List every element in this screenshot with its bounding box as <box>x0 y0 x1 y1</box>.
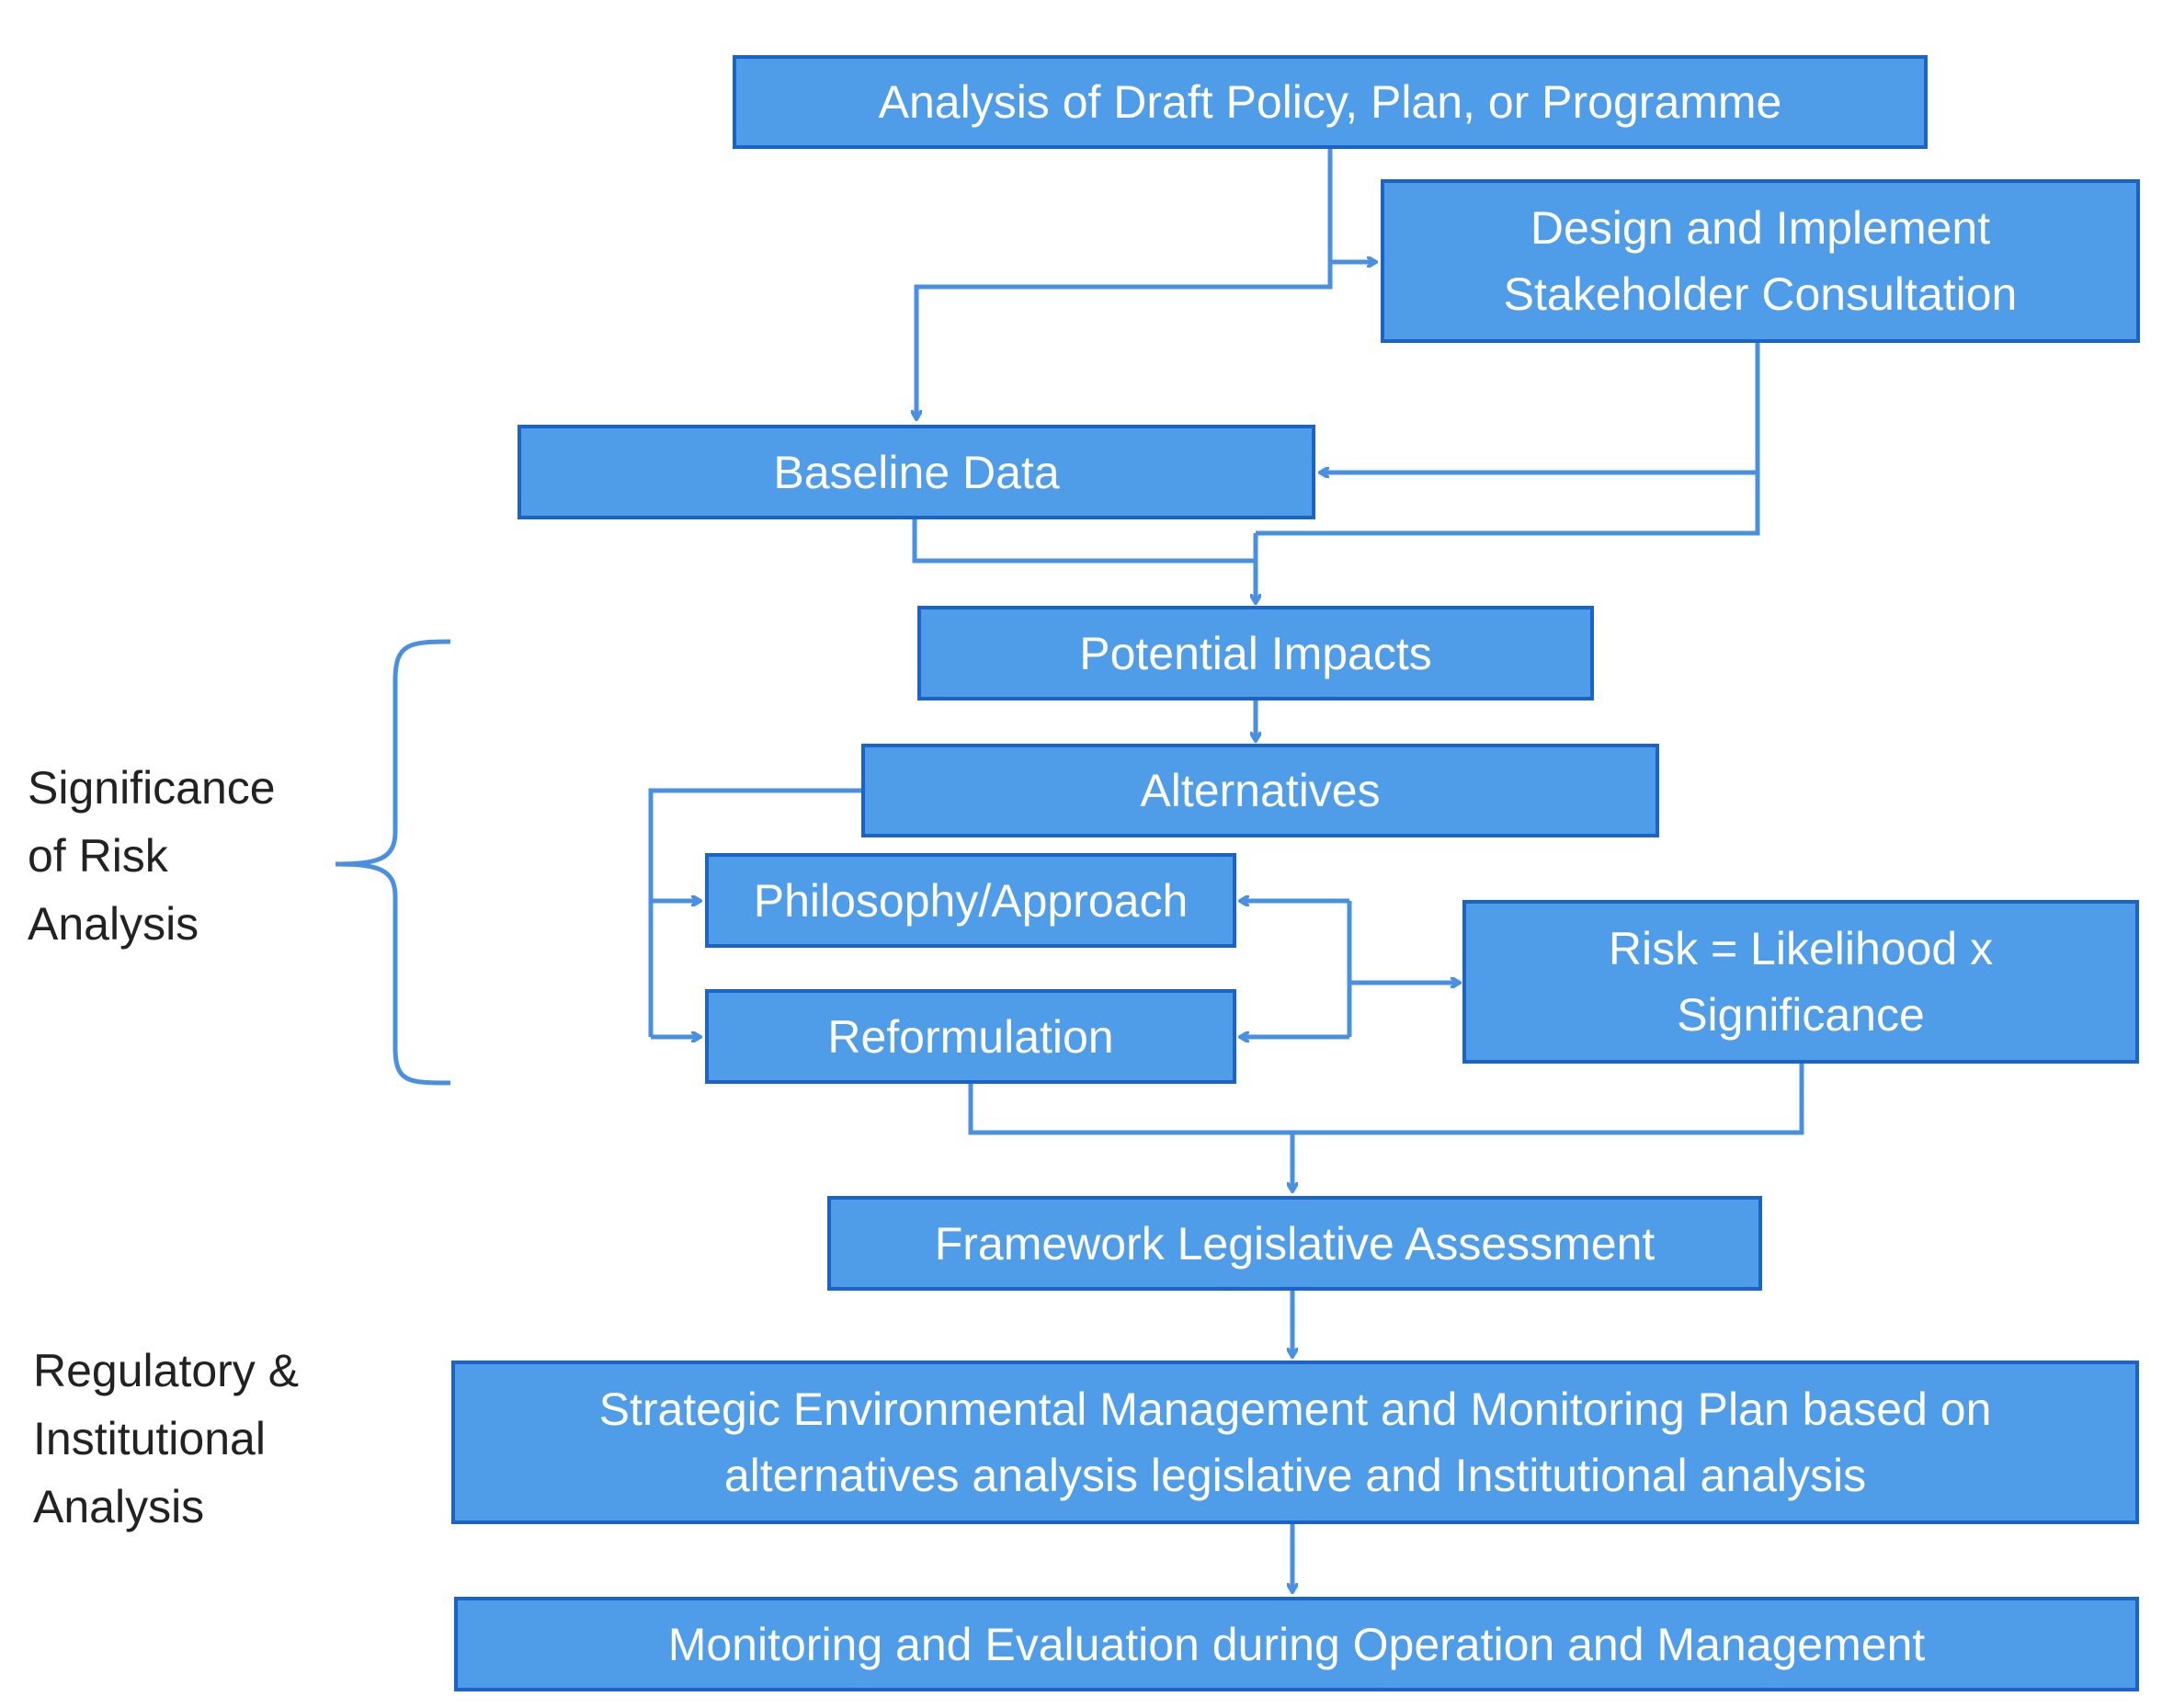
analysis-label: Analysis of Draft Policy, Plan, or Progr… <box>878 76 1782 128</box>
connector-analysis-to-baseline <box>916 262 1333 419</box>
connector-stakeholder-to-baseline <box>1320 343 1760 473</box>
regulatory-side-label: Regulatory & Institutional Analysis <box>33 1345 300 1532</box>
strategic-plan-box: Strategic Environmental Management and M… <box>451 1361 2139 1524</box>
analysis-box: Analysis of Draft Policy, Plan, or Progr… <box>733 55 1928 149</box>
philosophy-approach-box: Philosophy/Approach <box>705 853 1236 948</box>
potential-impacts-box: Potential Impacts <box>917 606 1594 700</box>
strategic-plan-label: Strategic Environmental Management and M… <box>598 1383 1992 1501</box>
connector-baseline-to-impacts <box>912 519 1256 603</box>
alternatives-box: Alternatives <box>861 744 1659 837</box>
reformulation-label: Reformulation <box>827 1010 1114 1063</box>
baseline-data-label: Baseline Data <box>773 446 1060 498</box>
connector-options-to-framework <box>968 1064 1804 1135</box>
baseline-data-box: Baseline Data <box>518 425 1315 519</box>
monitoring-evaluation-label: Monitoring and Evaluation during Operati… <box>667 1618 1926 1670</box>
framework-legislative-box: Framework Legislative Assessment <box>827 1196 1762 1291</box>
philosophy-approach-label: Philosophy/Approach <box>753 874 1189 927</box>
alternatives-label: Alternatives <box>1140 765 1381 816</box>
stakeholder-consultation-label: Design and Implement Stakeholder Consult… <box>1503 202 2018 320</box>
reformulation-box: Reformulation <box>705 989 1236 1084</box>
monitoring-evaluation-box: Monitoring and Evaluation during Operati… <box>454 1597 2139 1691</box>
risk-analysis-brace <box>335 639 451 1086</box>
stakeholder-consultation-box: Design and Implement Stakeholder Consult… <box>1381 179 2140 343</box>
framework-legislative-label: Framework Legislative Assessment <box>934 1217 1656 1270</box>
risk-formula-box: Risk = Likelihood x Significance <box>1462 900 2139 1064</box>
risk-analysis-side-label: Significance of Risk Analysis <box>28 762 276 950</box>
risk-formula-label: Risk = Likelihood x Significance <box>1608 923 1994 1041</box>
connector-alternatives-to-options <box>648 788 862 1037</box>
connector-stakeholder-to-impacts <box>1256 473 1760 536</box>
potential-impacts-label: Potential Impacts <box>1079 627 1432 679</box>
connector-analysis-to-stakeholder <box>1327 149 1376 262</box>
